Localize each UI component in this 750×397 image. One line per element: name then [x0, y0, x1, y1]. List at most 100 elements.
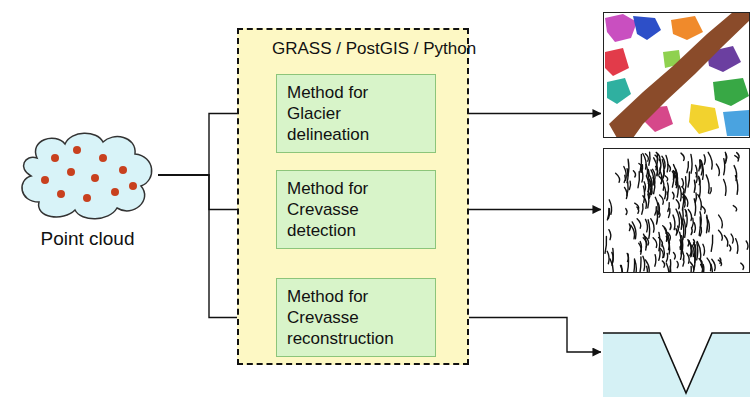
crevasse-stroke [608, 209, 609, 219]
crevasse-stroke [645, 154, 648, 161]
crevasse-stroke [621, 266, 622, 274]
crevasse-stroke [607, 209, 609, 220]
crevasse-stroke [666, 236, 669, 254]
crevasse-stroke [637, 219, 641, 229]
crevasse-stroke [627, 182, 628, 196]
crevasse-stroke [735, 176, 737, 195]
crevasse-stroke [699, 176, 700, 184]
crevasse-stroke [712, 259, 715, 270]
crevasse-stroke [626, 209, 627, 215]
crevasse-stroke [687, 253, 689, 263]
crevasse-stroke [648, 169, 649, 179]
crevasse-stroke [665, 176, 668, 181]
crevasse-stroke [692, 218, 693, 227]
group-heading: GRASS / PostGIS / Python [272, 38, 476, 59]
crevasse-stroke [724, 180, 726, 196]
crevasse-stroke [701, 261, 703, 273]
crevasse-stroke [645, 260, 649, 273]
crevasse-stroke [729, 245, 731, 251]
crevasse-stroke [666, 156, 668, 172]
crevasse-stroke [653, 178, 655, 185]
crevasse-stroke [621, 265, 623, 273]
crevasse-stroke [669, 260, 670, 273]
crevasse-stroke [656, 166, 658, 175]
crevasse-stroke [666, 253, 667, 261]
crevasse-stroke [700, 227, 701, 236]
crevasse-stroke [673, 192, 675, 199]
crevasse-stroke [676, 229, 677, 236]
crevasse-stroke [693, 240, 694, 245]
crevasse-stroke [684, 219, 686, 237]
crevasse-stroke [746, 241, 748, 249]
crevasse-stroke [670, 223, 671, 230]
crevasse-stroke [646, 266, 647, 273]
crevasse-stroke [696, 165, 698, 177]
crevasse-stroke [659, 248, 660, 260]
crevasse-stroke [607, 251, 609, 263]
crevasse-stroke [612, 252, 613, 263]
crevasse-stroke [646, 219, 648, 232]
crevasse-stroke [735, 156, 739, 161]
crevasse-stroke [691, 154, 692, 173]
crevasse-stroke [724, 236, 727, 247]
crevasse-stroke [691, 228, 692, 235]
crevasse-stroke [648, 220, 650, 239]
crevasse-stroke [662, 160, 664, 178]
crevasse-stroke [699, 160, 700, 171]
crevasse-stroke [716, 164, 719, 176]
crevasse-stroke [649, 152, 650, 165]
crevasse-stroke [629, 224, 630, 231]
crevasse-stroke [627, 254, 628, 273]
crevasse-stroke [625, 187, 628, 198]
crevasse-stroke [703, 265, 704, 274]
crevasse-stroke [702, 206, 705, 213]
crevasse-stroke [707, 215, 708, 232]
crevasse-stroke [676, 209, 679, 227]
crevasse-stroke [635, 260, 637, 273]
crevasse-stroke [707, 258, 711, 271]
toolbox-group: GRASS / PostGIS / PythonMethod for Glaci… [237, 28, 469, 365]
crevasse-stroke [672, 174, 673, 187]
crevasse-stroke [725, 152, 726, 163]
crevasse-stroke [648, 184, 652, 193]
crevasse-stroke [697, 241, 701, 260]
crevasse-stroke [612, 248, 613, 265]
crevasse-stroke [643, 256, 645, 270]
crevasse-stroke [668, 203, 670, 212]
cloud-shape [15, 128, 160, 222]
point-cloud: Point cloud [15, 128, 160, 250]
crevasse-stroke [667, 183, 668, 195]
crevasse-stroke [682, 179, 683, 187]
crevasse-stroke [660, 248, 663, 257]
crevasse-stroke [660, 160, 661, 171]
crevasse-stroke [609, 230, 611, 240]
crevasse-stroke [642, 204, 643, 214]
crevasse-stroke [694, 223, 695, 233]
crevasse-stroke [677, 261, 678, 267]
crevasse-profile [603, 320, 750, 397]
node-label: Point cloud [15, 228, 160, 250]
crevasse-stroke [616, 173, 620, 182]
crevasse-stroke [694, 180, 695, 192]
crevasse-stroke [665, 187, 666, 199]
crevasse-stroke [689, 241, 692, 257]
crevasse-stroke [666, 263, 669, 273]
crevasse-stroke [673, 215, 675, 230]
crevasse-stroke [681, 153, 684, 160]
crevasse-stroke [703, 244, 705, 255]
box-label: Method for Crevasse detection [287, 178, 425, 241]
crevasse-image [603, 148, 750, 273]
crevasse-stroke [680, 240, 682, 254]
box-label: Method for Crevasse reconstruction [287, 286, 425, 349]
crevasse-stroke [687, 162, 689, 173]
crevasse-stroke [710, 188, 711, 194]
crevasse-stroke [700, 160, 701, 169]
crevasse-stroke [639, 243, 642, 254]
crevasse-stroke [629, 181, 630, 189]
crevasse-stroke [655, 207, 657, 215]
crevasse-stroke [658, 203, 659, 214]
crevasse-stroke [694, 199, 695, 216]
crevasse-stroke [633, 171, 635, 177]
crevasse-stroke [733, 206, 736, 211]
segmentation-image [603, 12, 750, 138]
